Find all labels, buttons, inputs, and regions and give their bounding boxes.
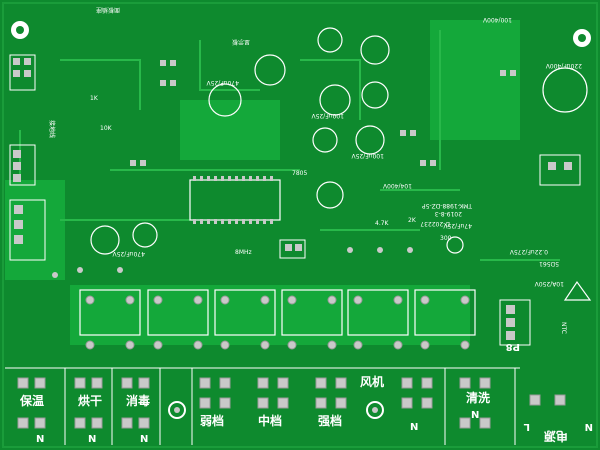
label-mid-speed: 中档 xyxy=(258,413,282,428)
mounting-holes xyxy=(11,21,591,419)
relay-3 xyxy=(214,289,276,336)
silk-bottom-labels: 保温 烘干 消毒 弱档 中档 强档 风机 清洗 电源 N N N N N N L xyxy=(19,374,593,445)
relay-5 xyxy=(347,289,409,336)
marking-cap5: 100uF/25V xyxy=(351,152,384,159)
cap-c12 xyxy=(132,222,158,248)
silk-top-labels: 面板插座 显示板 接地线 xyxy=(48,6,250,138)
mount-hole-bl xyxy=(168,401,186,419)
headers xyxy=(9,54,581,346)
relay-4 xyxy=(281,289,343,336)
label-n-6: N xyxy=(585,421,593,432)
cap-c3 xyxy=(317,27,343,53)
label-keep-warm: 保温 xyxy=(19,393,44,408)
marking-ntc: NTC xyxy=(560,322,567,334)
label-dry: 烘干 xyxy=(78,393,102,408)
marking-cap1: 470uF/25V xyxy=(206,79,239,86)
label-ground-wire: 接地线 xyxy=(48,120,56,138)
marking-res4: 4.7K xyxy=(375,220,390,227)
marking-cap9: 0.22uF/275V xyxy=(509,248,548,255)
cap-c4 xyxy=(360,35,390,65)
cap-c2 xyxy=(254,54,286,86)
marking-code: TMK-1988-DZ-5P xyxy=(422,202,473,209)
label-mains: 电源 xyxy=(544,429,568,444)
marking-cap8: 104/400V xyxy=(382,182,412,189)
label-high-speed: 强档 xyxy=(318,413,342,428)
cap-c13 xyxy=(446,236,464,254)
marking-res5: 300 xyxy=(440,235,452,242)
marking-res2: 1K xyxy=(90,95,99,102)
marking-vr: 5D561 xyxy=(539,260,559,267)
marking-cap6: 47uF/25V xyxy=(442,222,472,229)
capacitors xyxy=(90,27,588,255)
cap-c5 xyxy=(319,84,351,116)
cap-c1 xyxy=(208,83,242,117)
relay-outlines xyxy=(79,289,476,336)
warning-icon xyxy=(563,280,592,301)
marking-fuse: 10A/250V xyxy=(534,280,564,287)
label-n-4: N xyxy=(410,422,418,433)
label-n-2: N xyxy=(88,434,96,445)
marking-cap3: 470uF/25V xyxy=(112,250,145,257)
cap-c6 xyxy=(361,81,389,109)
label-low-speed: 弱档 xyxy=(200,413,224,428)
terminal-dividers xyxy=(5,367,520,445)
marking-date: 2019-8-3 xyxy=(435,210,462,217)
marking-ic: 7805 xyxy=(292,170,307,177)
marking-res1: 10K xyxy=(100,125,113,132)
cap-c8 xyxy=(355,125,385,155)
label-n-3: N xyxy=(140,434,148,445)
mount-hole-br xyxy=(366,401,384,419)
label-n-5: N xyxy=(471,410,479,421)
relay-pads xyxy=(85,295,470,350)
label-panel: 面板插座 xyxy=(96,6,120,14)
label-disinfect: 消毒 xyxy=(126,393,150,408)
label-display: 显示板 xyxy=(232,38,250,46)
terminal-pads xyxy=(17,377,566,429)
label-l: L xyxy=(523,421,530,432)
marking-jp: P8 xyxy=(506,341,520,352)
marking-xtal: 8MHz xyxy=(235,249,252,256)
label-n-1: N xyxy=(36,434,44,445)
label-wash: 清洗 xyxy=(466,390,490,405)
marking-rev: D-202237 xyxy=(420,220,450,227)
copper-traces xyxy=(19,30,560,261)
marking-cap4: 220uF/400V xyxy=(545,62,582,69)
silk-part-markings: 2019-8-3 D-202237 TMK-1988-DZ-5P 470uF/2… xyxy=(90,16,582,352)
cap-c9 xyxy=(316,181,344,209)
relay-1 xyxy=(79,289,141,336)
smd-pads xyxy=(52,60,516,278)
marking-cap2: 100uF/25V xyxy=(311,112,344,119)
relay-2 xyxy=(147,289,209,336)
label-fan: 风机 xyxy=(360,374,384,389)
cap-c10 xyxy=(542,67,588,113)
mcu-ic xyxy=(189,176,281,224)
cap-c11 xyxy=(90,225,120,255)
marking-cap7: 100/400V xyxy=(482,16,512,23)
marking-res3: 2K xyxy=(408,217,417,224)
cap-c7 xyxy=(312,127,338,153)
relay-6 xyxy=(414,289,476,336)
